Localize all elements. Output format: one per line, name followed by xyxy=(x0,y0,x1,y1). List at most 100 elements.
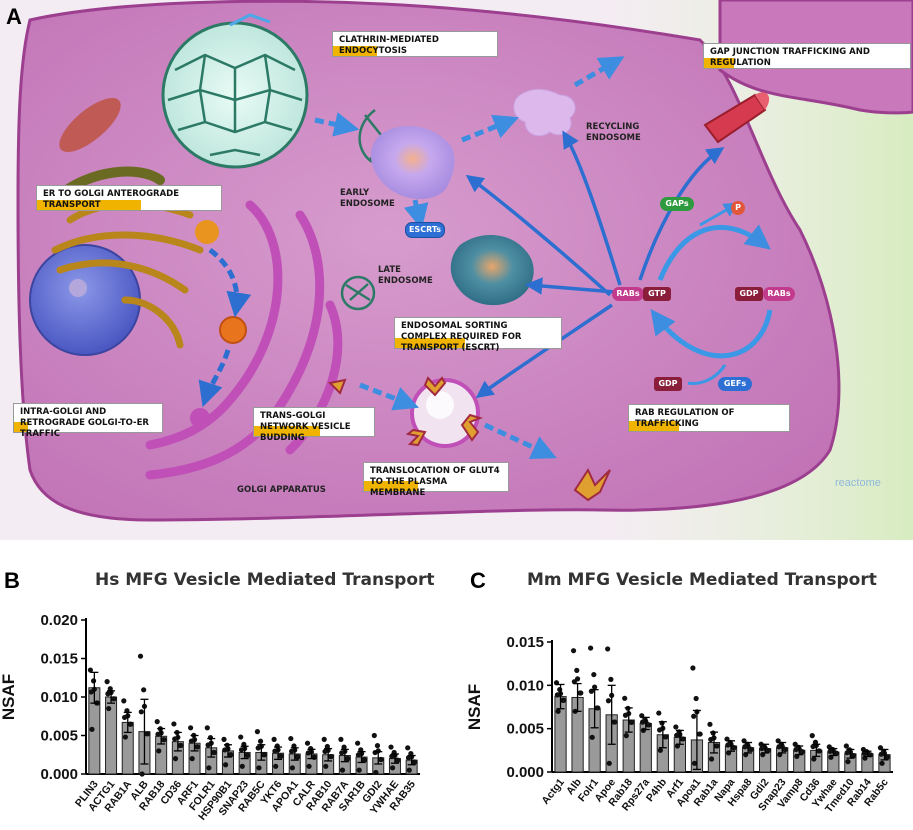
data-point xyxy=(138,709,144,715)
y-tick-label: 0.000 xyxy=(40,766,78,783)
reactome-logo: reactome xyxy=(835,477,881,489)
data-point xyxy=(239,763,245,769)
data-point xyxy=(356,767,362,773)
data-point xyxy=(589,734,595,740)
data-point xyxy=(238,734,244,740)
data-point xyxy=(207,734,214,741)
data-point xyxy=(710,730,716,736)
data-point xyxy=(321,736,327,742)
early-endosome xyxy=(370,125,455,200)
data-point xyxy=(707,721,713,727)
data-point xyxy=(680,736,686,742)
data-point xyxy=(171,721,177,727)
golgi-apparatus-label: GOLGI APPARATUS xyxy=(237,485,326,495)
data-point xyxy=(708,756,715,762)
data-point xyxy=(137,653,144,659)
data-point xyxy=(89,726,95,732)
data-point xyxy=(188,725,194,731)
data-point xyxy=(128,721,134,727)
data-point xyxy=(121,698,127,704)
escrts-chip: ESCRTs xyxy=(405,222,445,238)
data-point xyxy=(139,771,145,777)
data-point xyxy=(591,671,597,678)
data-point xyxy=(362,757,368,763)
gap-junction xyxy=(703,92,770,144)
data-point xyxy=(295,754,301,760)
data-point xyxy=(656,710,662,716)
glut4-transporter xyxy=(327,376,611,502)
data-point xyxy=(731,745,737,751)
late-endosome xyxy=(450,234,534,306)
data-point xyxy=(395,757,401,763)
chart-c-mm-nsaf: 0.0000.0050.0100.015NSAFActg1AlbFolr1Apo… xyxy=(468,634,893,815)
chart-b-title: Hs MFG Vesicle Mediated Transport xyxy=(95,570,435,590)
data-point xyxy=(288,735,294,742)
data-point xyxy=(574,667,580,673)
box-rab-regulation[interactable]: RAB REGULATION OF TRAFFICKING xyxy=(628,404,790,432)
data-point xyxy=(172,756,179,762)
data-point xyxy=(122,734,128,740)
gtp-chip: GTP xyxy=(643,287,671,301)
data-point xyxy=(691,760,698,766)
data-point xyxy=(592,684,598,690)
data-point xyxy=(809,733,815,739)
data-point xyxy=(816,748,823,754)
data-point xyxy=(748,746,754,752)
data-point xyxy=(765,747,771,754)
box-glut4[interactable]: TRANSLOCATION OF GLUT4 TO THE PLASMA MEM… xyxy=(363,462,509,498)
y-tick-label: 0.020 xyxy=(40,612,78,629)
data-point xyxy=(211,749,217,756)
data-point xyxy=(690,665,696,671)
y-tick-label: 0.005 xyxy=(40,728,78,745)
data-point xyxy=(261,752,268,758)
y-tick-label: 0.015 xyxy=(506,634,544,651)
data-point xyxy=(154,719,160,725)
data-point xyxy=(278,753,284,759)
panel-label-c: C xyxy=(470,568,486,593)
data-point xyxy=(256,765,262,771)
data-point xyxy=(222,762,229,768)
y-tick-label: 0.010 xyxy=(40,689,78,706)
data-point xyxy=(606,760,612,766)
data-point xyxy=(228,752,234,758)
data-point xyxy=(306,763,312,769)
data-point xyxy=(412,759,418,765)
data-point xyxy=(144,731,151,737)
data-point xyxy=(673,724,679,730)
data-point xyxy=(588,645,594,651)
data-point xyxy=(663,734,669,740)
data-point xyxy=(178,742,184,749)
data-point xyxy=(622,695,628,701)
data-point xyxy=(328,753,334,760)
data-point xyxy=(574,676,581,682)
data-point xyxy=(106,705,112,712)
data-point xyxy=(245,752,251,758)
box-escrt[interactable]: ENDOSOMAL SORTING COMPLEX REQUIRED FOR T… xyxy=(394,317,562,353)
panel-label-a: A xyxy=(6,4,22,29)
recycling-endosome-label: RECYCLING ENDOSOME xyxy=(586,122,641,143)
data-point xyxy=(691,713,697,719)
y-tick-label: 0.015 xyxy=(40,651,78,668)
box-clathrin-endocytosis[interactable]: CLATHRIN-MEDIATED ENDOCYTOSIS xyxy=(332,31,498,57)
data-point xyxy=(843,743,849,749)
data-point xyxy=(605,698,612,704)
early-endosome-label: EARLY ENDOSOME xyxy=(340,188,395,209)
data-point xyxy=(141,687,147,693)
box-trans-golgi[interactable]: TRANS-GOLGI NETWORK VESICLE BUDDING xyxy=(253,407,375,443)
data-point xyxy=(578,690,584,696)
data-point xyxy=(612,719,618,725)
y-axis-label: NSAF xyxy=(468,684,484,730)
box-intra-golgi[interactable]: INTRA-GOLGI AND RETROGRADE GOLGI-TO-ER T… xyxy=(13,403,163,439)
data-point xyxy=(339,767,346,773)
data-point xyxy=(378,756,384,763)
box-er-to-golgi[interactable]: ER TO GOLGI ANTEROGRADE TRANSPORT xyxy=(36,185,222,211)
data-point xyxy=(221,736,227,742)
y-tick-label: 0.010 xyxy=(506,677,544,694)
data-point xyxy=(341,744,347,750)
data-point xyxy=(833,750,840,756)
box-gap-junction[interactable]: GAP JUNCTION TRAFFICKING AND REGULATION xyxy=(703,43,911,69)
rabs-gtp-bound-chip: RABs xyxy=(612,287,644,301)
data-point xyxy=(371,732,377,739)
data-point xyxy=(161,737,167,743)
data-point xyxy=(811,756,817,762)
